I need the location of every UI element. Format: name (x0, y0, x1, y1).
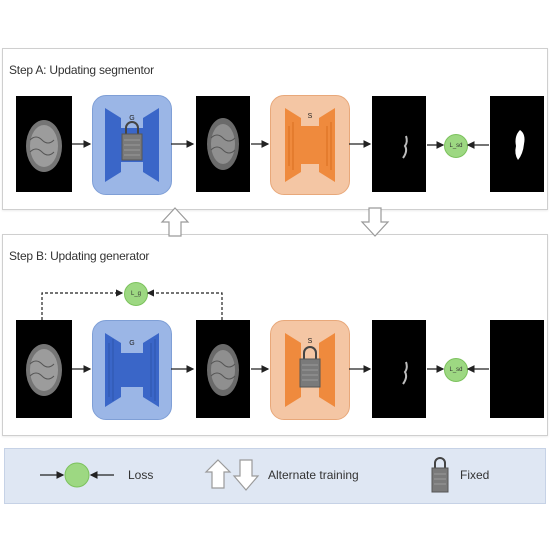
step-b-target-mask (490, 320, 544, 418)
step-a-generator-block: G (92, 95, 172, 195)
step-b-input-mri-image (16, 320, 72, 418)
alternate-arrow-up (160, 207, 190, 237)
legend-alternate-label: Alternate training (268, 468, 359, 482)
step-b-generator-unet-icon: G (105, 333, 159, 407)
step-a-input-mri-image (16, 96, 72, 192)
legend-fixed-label: Fixed (460, 468, 490, 482)
step-a-ground-truth-shape (515, 130, 525, 160)
legend-alternate-arrows-icon (204, 459, 260, 491)
step-a-ground-truth-mask (490, 96, 544, 192)
step-a-input-brain (26, 120, 62, 172)
step-b-generator-loss-label: L_g (130, 291, 141, 297)
step-a-generated-brain (207, 118, 239, 170)
step-b-predicted-mask-shape (402, 361, 408, 385)
step-b-segmentor-unet-icon: S (285, 333, 335, 407)
step-a-title: Step A: Updating segmentor (9, 63, 154, 77)
legend-loss-symbol (40, 462, 114, 488)
step-b-segmentor-lock-icon (303, 346, 317, 359)
step-b-segmentor-label: S (308, 338, 313, 345)
step-b-generator-block: G (92, 320, 172, 420)
step-a-segmentor-block: S (270, 95, 350, 195)
step-a-generator-lock-icon (125, 121, 139, 134)
step-a-generated-image (196, 96, 250, 192)
step-b-generator-loss-node: L_g (124, 282, 148, 306)
step-a-generator-unet-icon: G (105, 108, 159, 182)
step-a-predicted-mask (372, 96, 426, 192)
step-a-generator-label: G (129, 115, 134, 122)
step-b-segmentor-block: S (270, 320, 350, 420)
step-a-loss-node: L_sd (444, 134, 468, 158)
step-a-segmentor-label: S (308, 113, 313, 120)
step-a-predicted-mask-shape (402, 135, 408, 159)
alternate-arrow-down (360, 207, 390, 237)
legend-loss-label: Loss (128, 468, 154, 482)
legend-fixed-lock-icon (431, 457, 449, 493)
step-b-segmentation-loss-label: L_sd (449, 367, 463, 373)
step-b-segmentation-loss-node: L_sd (444, 358, 468, 382)
step-b-generator-label: G (129, 340, 134, 347)
step-b-generated-brain (207, 344, 239, 396)
step-a-segmentor-unet-icon: S (285, 108, 335, 182)
step-b-input-brain (26, 344, 62, 396)
step-b-predicted-mask (372, 320, 426, 418)
step-b-generated-image (196, 320, 250, 418)
step-b-title: Step B: Updating generator (9, 249, 150, 263)
step-a-loss-label: L_sd (449, 143, 463, 149)
